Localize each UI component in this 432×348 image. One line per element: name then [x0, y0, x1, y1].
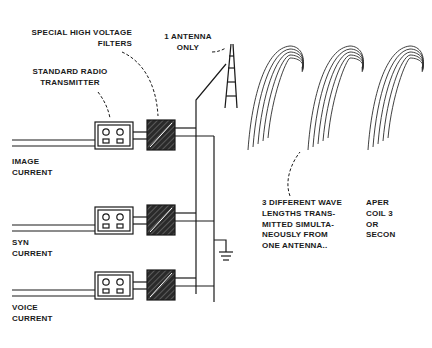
wave-line: [248, 46, 303, 150]
signal-name: SYN CURRENT: [12, 238, 62, 260]
wave-line: [328, 58, 363, 138]
wave-line: [388, 58, 423, 138]
wave-line: [318, 52, 363, 144]
cut-note: APER COIL 3 OR SECON: [366, 198, 402, 241]
antenna: [225, 44, 237, 108]
transmitter-rows: [12, 120, 214, 300]
wave-line: [253, 49, 303, 147]
leader-lines: [98, 48, 300, 196]
wave-line: [368, 46, 423, 150]
wave-lines: [248, 46, 423, 150]
wave-line: [263, 55, 303, 141]
antenna-label: 1 ANTENNA ONLY: [160, 32, 216, 54]
bus-wires: [196, 64, 233, 302]
wave-line: [378, 52, 423, 144]
transmitter-row: [12, 205, 214, 235]
wave-line: [323, 55, 363, 141]
wave-line: [258, 52, 303, 144]
wave-line: [313, 49, 363, 147]
signal-name: VOICE CURRENT: [12, 303, 62, 325]
filter-label: SPECIAL HIGH VOLTAGE FILTERS: [10, 28, 132, 50]
signal-name: IMAGE CURRENT: [12, 157, 62, 179]
wave-line: [373, 49, 423, 147]
transmitter-row: [12, 120, 214, 150]
wave-note: 3 DIFFERENT WAVE LENGTHS TRANS- MITTED S…: [262, 198, 346, 252]
wave-line: [383, 55, 423, 141]
transmitter-row: [12, 270, 214, 300]
wave-line: [308, 46, 363, 150]
transmitter-label: STANDARD RADIO TRANSMITTER: [26, 67, 114, 89]
wave-line: [268, 58, 303, 138]
